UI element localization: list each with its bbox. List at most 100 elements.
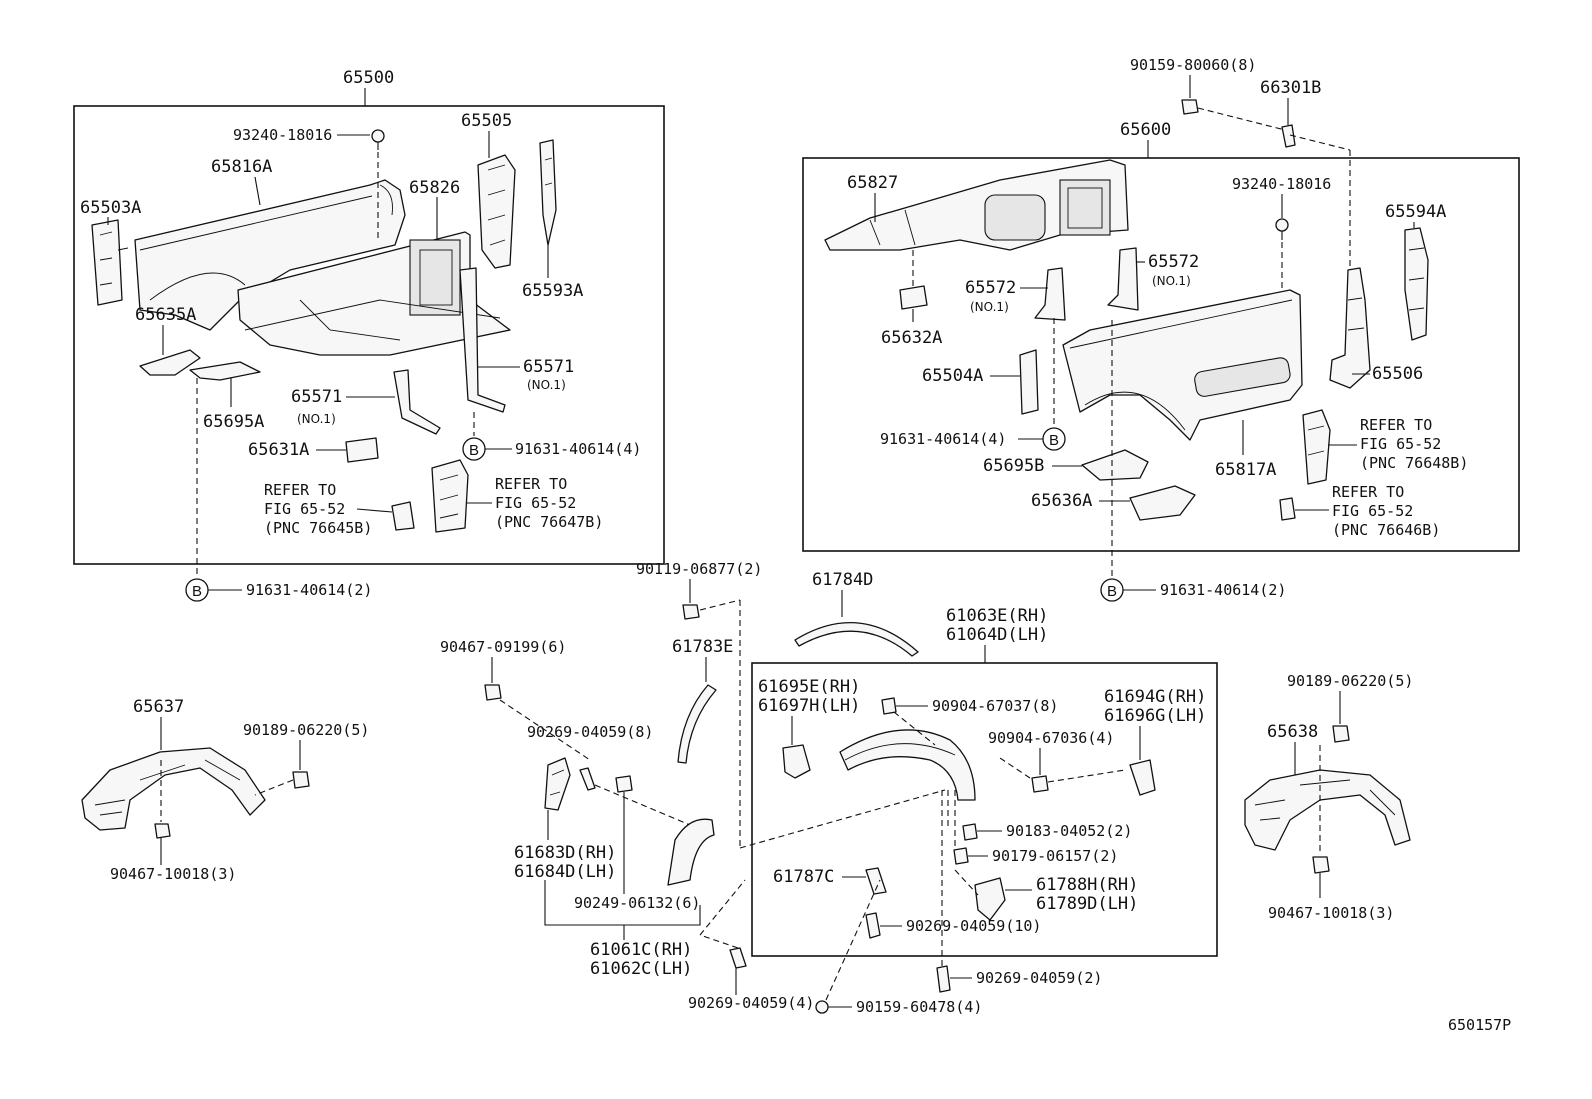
label-90179-06157[interactable]: 90179-06157(2)	[992, 847, 1118, 865]
label-61684d[interactable]: 61684D(LH)	[514, 862, 616, 882]
clip-90467-09199[interactable]	[484, 684, 502, 701]
part-wheel-liner-65637[interactable]	[81, 747, 266, 831]
part-ref-76646b[interactable]	[1279, 497, 1296, 521]
part-plate-65695b[interactable]	[1081, 449, 1149, 481]
label-65816a[interactable]: 65816A	[211, 157, 272, 177]
label-65572-b[interactable]: 65572	[1148, 252, 1199, 272]
label-ref-76647b-l3[interactable]: (PNC 76647B)	[495, 513, 603, 531]
part-molding-61783e[interactable]	[677, 684, 717, 764]
part-ref-76645b[interactable]	[391, 501, 415, 531]
part-bracket-61683d[interactable]	[544, 757, 571, 811]
bolt-90159-60478[interactable]	[815, 1000, 829, 1014]
label-65638[interactable]: 65638	[1267, 722, 1318, 742]
clip-90904-67036[interactable]	[1031, 775, 1049, 793]
clip-90189-06220-left[interactable]	[292, 771, 310, 789]
label-91631-40614-4-left[interactable]: 91631-40614(4)	[515, 440, 641, 458]
label-ref-76645b-l3[interactable]: (PNC 76645B)	[264, 519, 372, 537]
part-wheel-liner-65638[interactable]	[1244, 769, 1411, 851]
part-bracket-65504a[interactable]	[1019, 349, 1039, 415]
label-61063e[interactable]: 61063E(RH)	[946, 606, 1048, 626]
label-61683d[interactable]: 61683D(RH)	[514, 843, 616, 863]
label-65500[interactable]: 65500	[343, 68, 394, 88]
part-ref-76647b[interactable]	[431, 459, 469, 533]
label-65505[interactable]: 65505	[461, 111, 512, 131]
label-ref-76646b-l3[interactable]: (PNC 76646B)	[1332, 521, 1440, 539]
label-61695e[interactable]: 61695E(RH)	[758, 677, 860, 697]
part-pillar-65505[interactable]	[477, 154, 516, 269]
label-65636a[interactable]: 65636A	[1031, 491, 1092, 511]
clip-90467-10018-right[interactable]	[1312, 856, 1330, 874]
label-90189-06220-right[interactable]: 90189-06220(5)	[1287, 672, 1413, 690]
label-90904-67037[interactable]: 90904-67037(8)	[932, 697, 1058, 715]
label-61061c[interactable]: 61061C(RH)	[590, 940, 692, 960]
label-90183-04052[interactable]: 90183-04052(2)	[1006, 822, 1132, 840]
part-bracket-65572-b[interactable]	[1107, 247, 1139, 311]
label-65827[interactable]: 65827	[847, 173, 898, 193]
part-ref-76648b[interactable]	[1302, 409, 1331, 485]
part-strip-65593a[interactable]	[539, 139, 557, 246]
label-61788h[interactable]: 61788H(RH)	[1036, 875, 1138, 895]
label-65632a[interactable]: 65632A	[881, 328, 942, 348]
bubble-b-right-box[interactable]	[1042, 427, 1066, 451]
label-65504a[interactable]: 65504A	[922, 366, 983, 386]
part-bracket-65503a[interactable]	[91, 219, 123, 306]
part-fender-flare-main[interactable]	[839, 729, 976, 801]
clip-90467-10018-left[interactable]	[154, 823, 171, 839]
bolt-90159-80060[interactable]	[1181, 99, 1199, 115]
label-65600[interactable]: 65600	[1120, 120, 1171, 140]
label-65594a[interactable]: 65594A	[1385, 202, 1446, 222]
clip-90904-67037[interactable]	[881, 697, 897, 715]
label-65572-a[interactable]: 65572	[965, 278, 1016, 298]
part-pad-61695e[interactable]	[782, 744, 811, 779]
part-bed-side-panel-65816a[interactable]	[134, 179, 406, 331]
label-65637[interactable]: 65637	[133, 697, 184, 717]
label-66301b[interactable]: 66301B	[1260, 78, 1321, 98]
label-65817a[interactable]: 65817A	[1215, 460, 1276, 480]
label-61064d[interactable]: 61064D(LH)	[946, 625, 1048, 645]
part-clip-61787c[interactable]	[865, 867, 887, 895]
label-ref-76648b-l3[interactable]: (PNC 76648B)	[1360, 454, 1468, 472]
label-93240-18016-left[interactable]: 93240-18016	[233, 126, 332, 144]
part-mudguard-61788h[interactable]	[974, 877, 1006, 921]
label-61784d[interactable]: 61784D	[812, 570, 873, 590]
label-90119-06877[interactable]: 90119-06877(2)	[636, 560, 762, 578]
label-90159-60478[interactable]: 90159-60478(4)	[856, 998, 982, 1016]
part-bracket-65635a[interactable]	[139, 349, 201, 376]
label-65631a[interactable]: 65631A	[248, 440, 309, 460]
label-65571-a[interactable]: 65571	[291, 387, 342, 407]
part-plate-65636a[interactable]	[1129, 485, 1196, 521]
label-61696g[interactable]: 61696G(LH)	[1104, 706, 1206, 726]
part-bracket-65571-b[interactable]	[459, 267, 506, 413]
label-61697h[interactable]: 61697H(LH)	[758, 696, 860, 716]
label-65826[interactable]: 65826	[409, 178, 460, 198]
part-flare-front[interactable]	[667, 818, 715, 886]
screw-93240-18016-r[interactable]	[1275, 218, 1289, 232]
bolt-90119-06877[interactable]	[682, 604, 700, 620]
part-bed-side-panel-65817a[interactable]	[1062, 289, 1303, 441]
clip-90249-06132[interactable]	[615, 775, 633, 793]
part-plate-65695a[interactable]	[189, 361, 261, 381]
part-strip-65594a[interactable]	[1404, 227, 1429, 341]
label-65695a[interactable]: 65695A	[203, 412, 264, 432]
label-90269-04059-2[interactable]: 90269-04059(2)	[976, 969, 1102, 987]
clip-90183-04052[interactable]	[962, 823, 978, 841]
label-65571-b[interactable]: 65571	[523, 357, 574, 377]
clip-90269-04059-4[interactable]	[729, 947, 747, 969]
label-91631-40614-2-right[interactable]: 91631-40614(2)	[1160, 581, 1286, 599]
label-65695b[interactable]: 65695B	[983, 456, 1044, 476]
label-90269-04059-4[interactable]: 90269-04059(4)	[688, 994, 814, 1012]
clip-90269-04059-10[interactable]	[865, 912, 881, 939]
label-65593a[interactable]: 65593A	[522, 281, 583, 301]
clip-90189-06220-right[interactable]	[1332, 725, 1350, 743]
part-clip-66301b[interactable]	[1281, 124, 1296, 148]
clip-90269-04059-8[interactable]	[579, 767, 596, 791]
label-90159-80060[interactable]: 90159-80060(8)	[1130, 56, 1256, 74]
label-61694g[interactable]: 61694G(RH)	[1104, 687, 1206, 707]
label-90189-06220-left[interactable]: 90189-06220(5)	[243, 721, 369, 739]
part-molding-61784d[interactable]	[794, 622, 919, 657]
clip-90269-04059-2[interactable]	[936, 965, 951, 993]
label-90467-09199[interactable]: 90467-09199(6)	[440, 638, 566, 656]
label-93240-18016-right[interactable]: 93240-18016	[1232, 175, 1331, 193]
label-90249-06132[interactable]: 90249-06132(6)	[574, 894, 700, 912]
label-91631-40614-4-right[interactable]: 91631-40614(4)	[880, 430, 1006, 448]
